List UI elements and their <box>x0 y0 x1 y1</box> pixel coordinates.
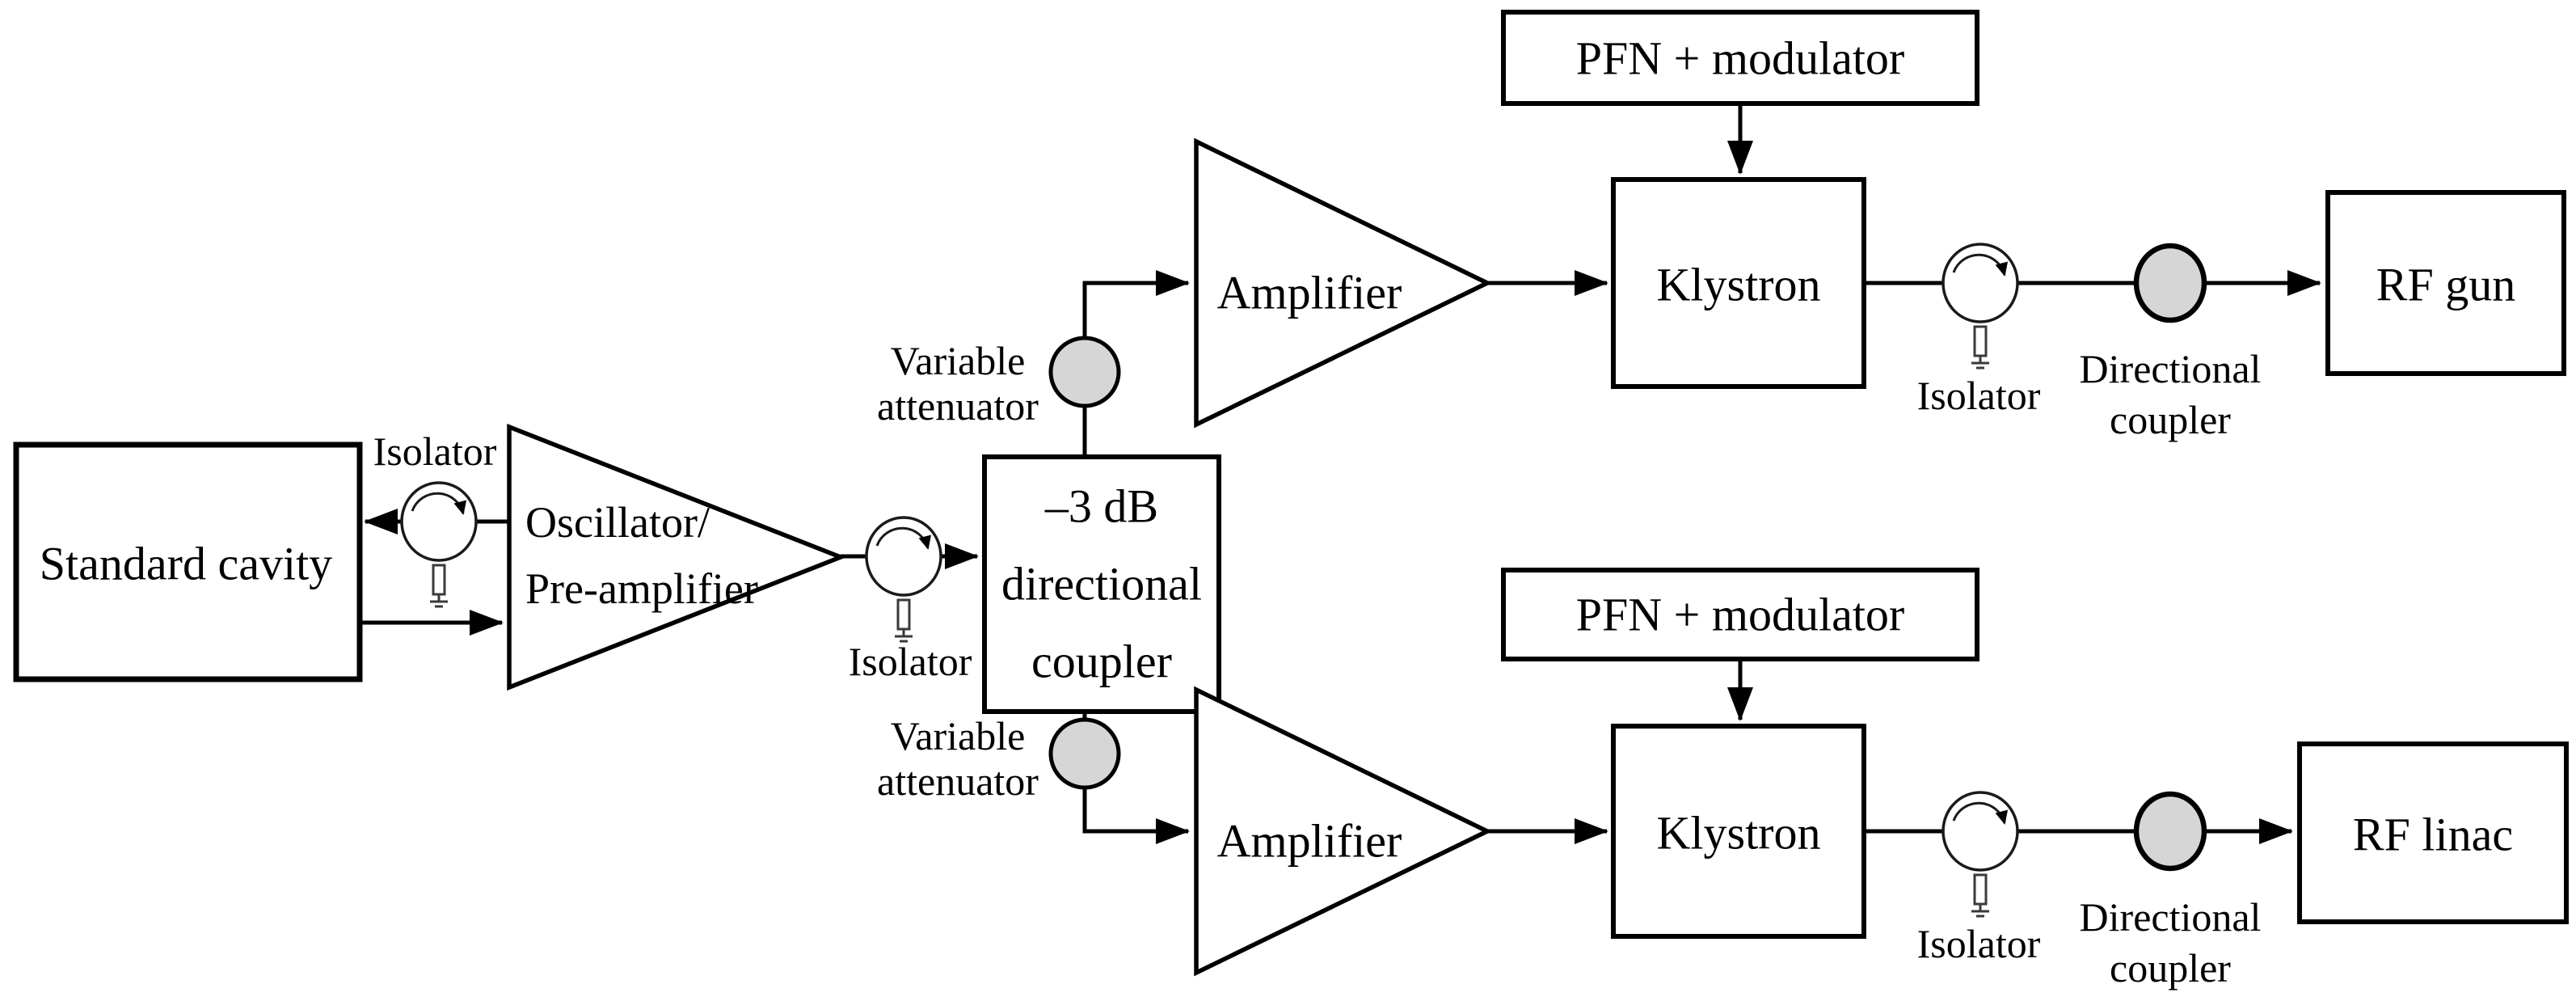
isolator-label-bottom-klystron: Isolator <box>1917 921 2041 966</box>
directional-coupler-icon-bottom <box>2133 791 2207 872</box>
coupler-3db-label-line3: coupler <box>1031 636 1172 688</box>
oscillator-label-line1: Oscillator/ <box>525 498 710 547</box>
standard-cavity-box <box>13 441 363 682</box>
isolator-label-top-klystron: Isolator <box>1917 373 2041 418</box>
bottom-klystron-label: Klystron <box>1657 807 1821 860</box>
variable-attenuator-label-bottom-line1: Variable <box>891 713 1026 758</box>
directional-coupler-label-top-line2: coupler <box>2110 397 2231 442</box>
isolator-label-cavity: Isolator <box>373 429 497 474</box>
rf-linac-label: RF linac <box>2353 809 2513 861</box>
bottom-pfn-modulator-label: PFN + modulator <box>1576 589 1905 641</box>
isolator-icon-top-klystron <box>1943 244 2017 368</box>
bottom-klystron-box <box>1611 724 1866 939</box>
directional-coupler-label-bottom-line2: coupler <box>2110 945 2231 991</box>
rf-linac-box <box>2297 741 2569 924</box>
oscillator-label-line2: Pre-amplifier <box>525 564 758 613</box>
standard-cavity-label: Standard cavity <box>40 538 332 590</box>
directional-coupler-label-top-line1: Directional <box>2080 346 2262 391</box>
variable-attenuator-label-bottom-line2: attenuator <box>877 758 1039 804</box>
rf-gun-box <box>2325 190 2566 376</box>
isolator-icon-cavity <box>402 483 476 606</box>
coupler-3db-label-line1: –3 dB <box>1044 480 1158 533</box>
bottom-amplifier-label: Amplifier <box>1217 815 1402 868</box>
top-amplifier-triangle <box>1194 137 1493 429</box>
directional-coupler-label-bottom-line1: Directional <box>2080 894 2262 940</box>
isolator-icon-oscillator <box>866 518 941 641</box>
directional-coupler-icon-top <box>2133 243 2207 323</box>
oscillator-preamplifier-triangle <box>507 423 847 691</box>
top-pfn-modulator-label: PFN + modulator <box>1576 32 1905 85</box>
coupler-3db-box <box>982 454 1221 714</box>
top-pfn-modulator-box <box>1501 10 1979 106</box>
variable-attenuator-label-top-line2: attenuator <box>877 383 1039 429</box>
variable-attenuator-icon-bottom <box>1048 717 1121 790</box>
variable-attenuator-label-top-line1: Variable <box>891 338 1026 383</box>
rf-gun-label: RF gun <box>2376 259 2515 311</box>
top-amplifier-label: Amplifier <box>1217 267 1402 319</box>
isolator-icon-bottom-klystron <box>1943 792 2017 916</box>
top-klystron-box <box>1611 177 1866 389</box>
variable-attenuator-icon-top <box>1048 336 1121 408</box>
bottom-amplifier-triangle <box>1194 686 1493 977</box>
top-klystron-label: Klystron <box>1657 259 1821 311</box>
isolator-label-oscillator: Isolator <box>849 639 972 684</box>
coupler-3db-label-line2: directional <box>1001 558 1202 610</box>
bottom-pfn-modulator-box <box>1501 568 1979 661</box>
